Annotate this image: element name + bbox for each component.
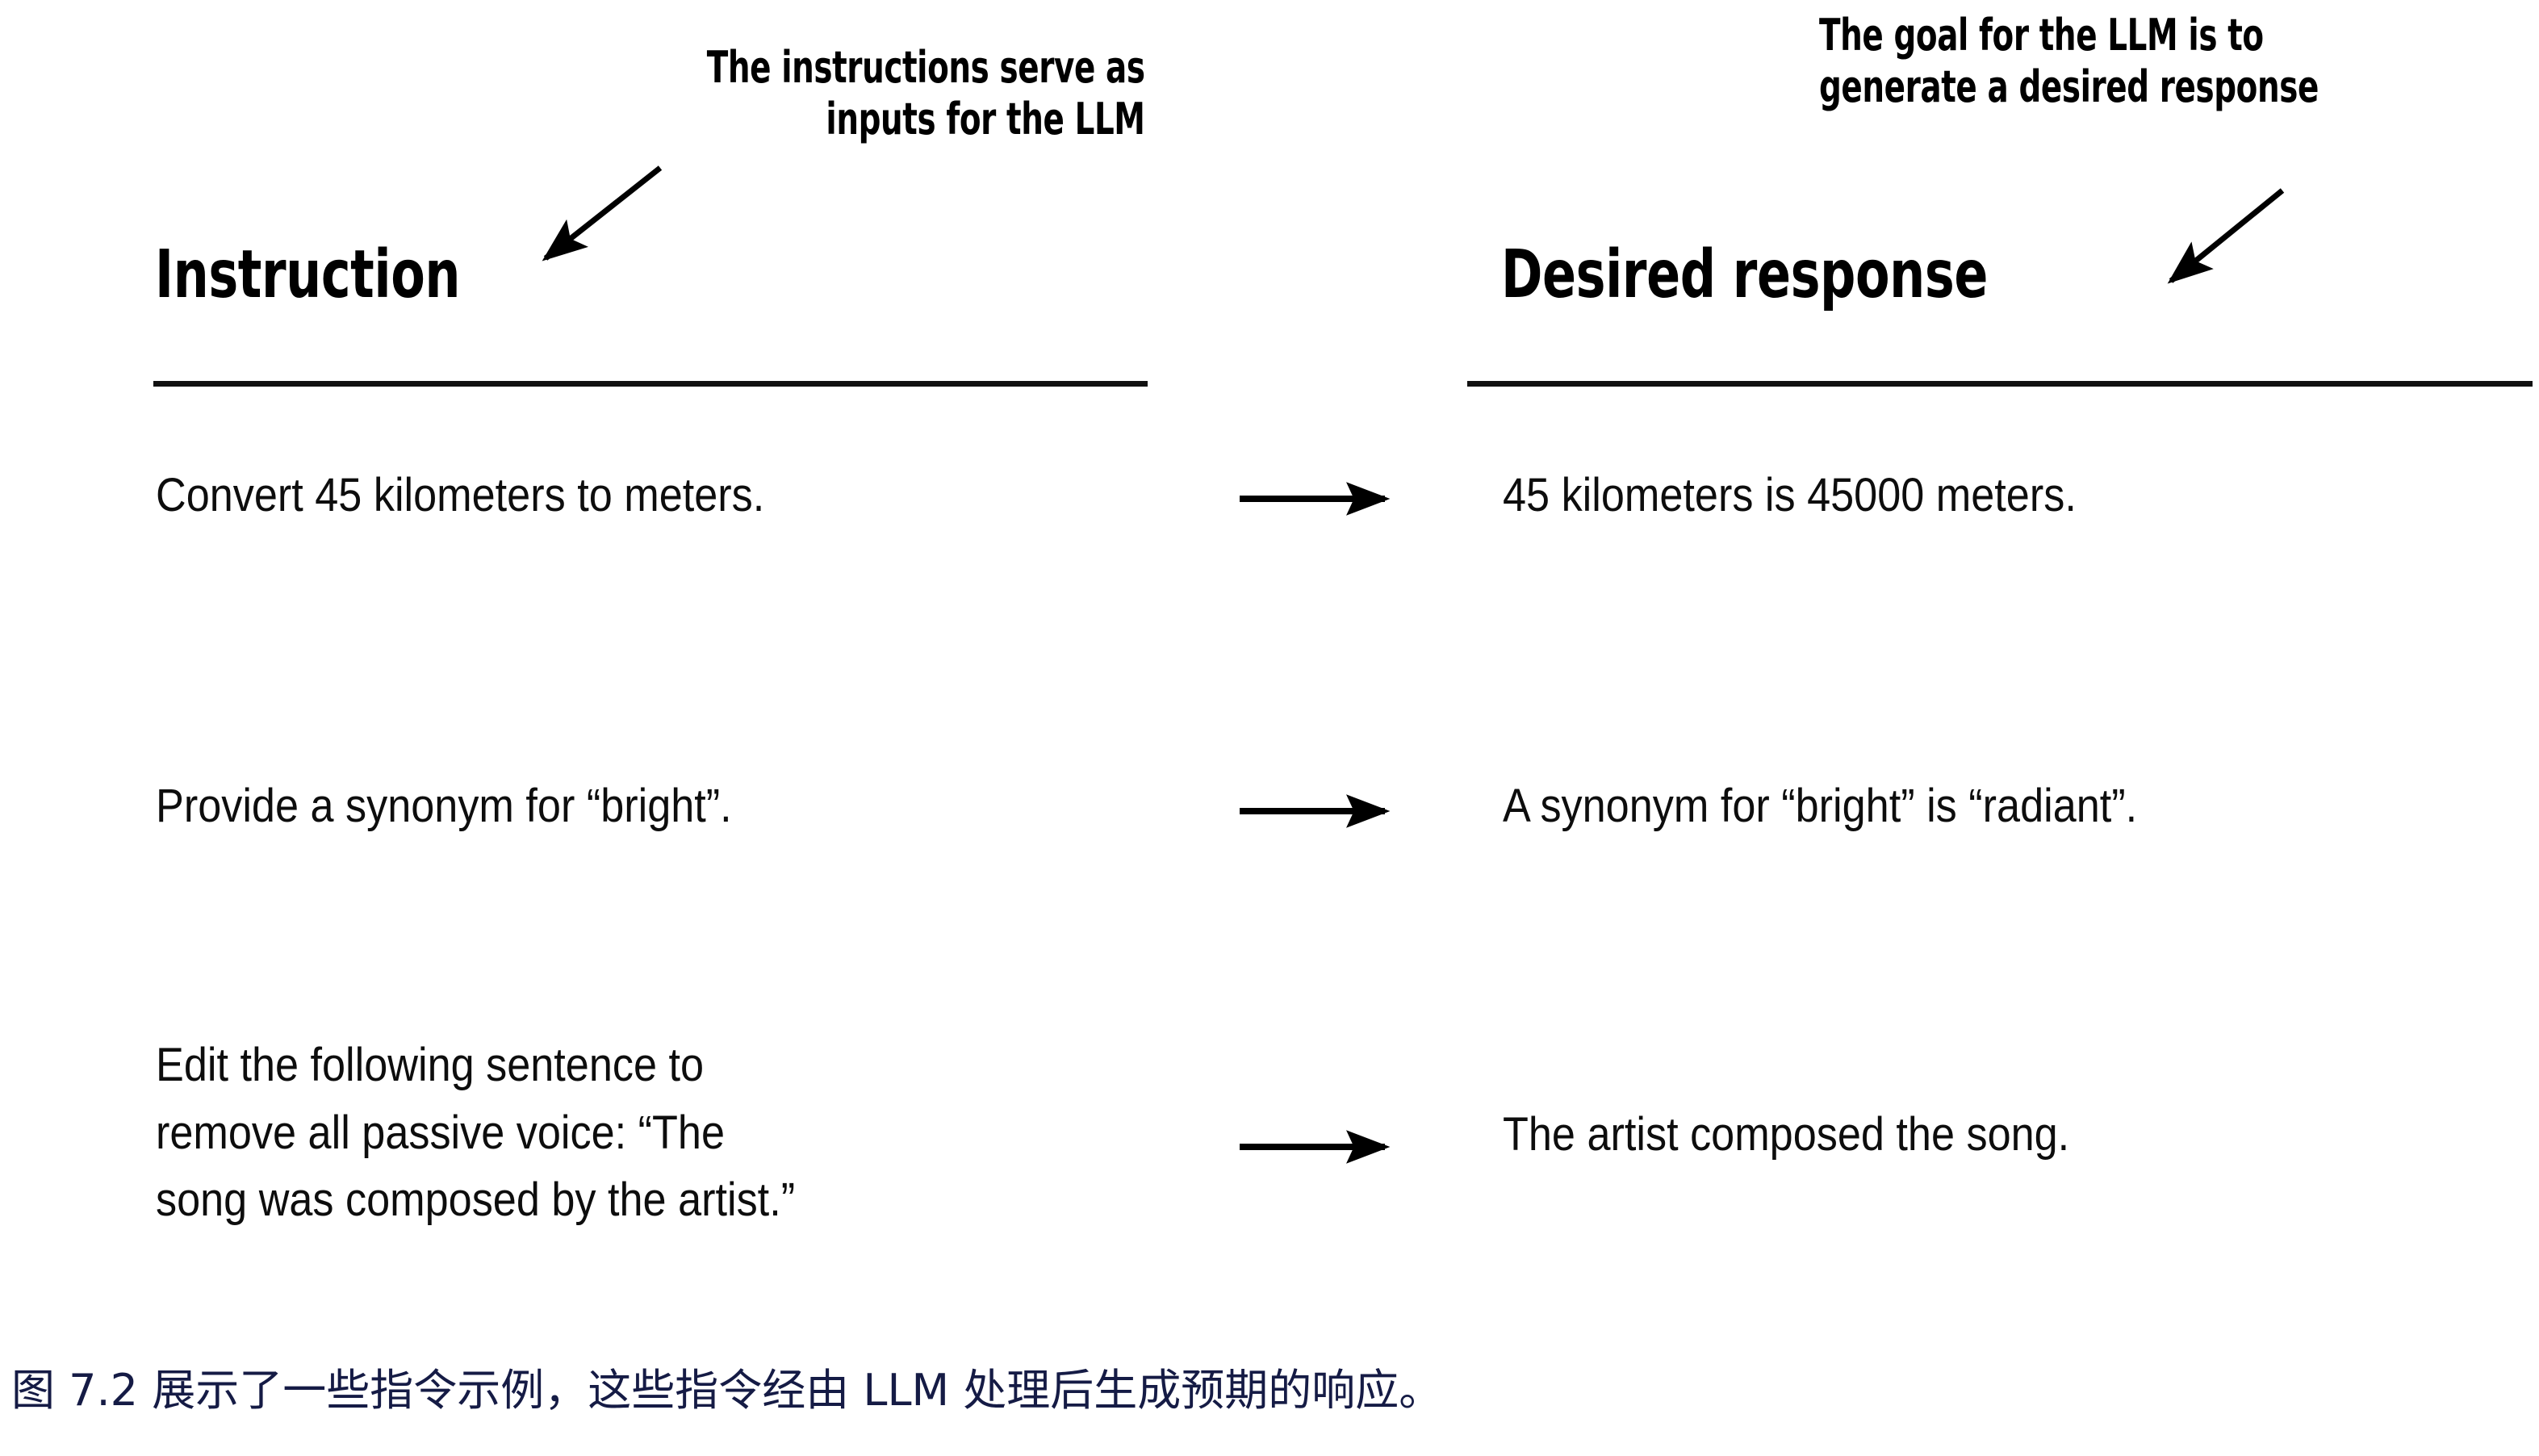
figure-caption: 图 7.2 展示了一些指令示例，这些指令经由 LLM 处理后生成预期的响应。 [11, 1365, 1443, 1416]
annotation-left-line-2: inputs for the LLM [826, 93, 1145, 144]
callout-arrow-left-icon [542, 165, 663, 261]
annotation-left: The instructions serve as inputs for the… [707, 42, 1145, 144]
table-row-1-response: 45 kilometers is 45000 meters. [1503, 469, 2077, 521]
header-rule-instruction [153, 381, 1148, 387]
table-row-3-response: The artist composed the song. [1503, 1108, 2070, 1161]
column-header-instruction: Instruction [155, 236, 461, 313]
table-row-2-response: A synonym for “bright” is “radiant”. [1503, 780, 2138, 832]
table-row-1-instruction: Convert 45 kilometers to meters. [156, 469, 765, 521]
annotation-right-line-1: The goal for the LLM is to [1819, 10, 2264, 61]
annotation-left-line-1: The instructions serve as [706, 42, 1145, 93]
callout-arrow-right-icon [2167, 188, 2285, 284]
column-header-desired-response: Desired response [1501, 236, 1988, 313]
header-rule-desired-response [1467, 381, 2533, 387]
table-row-2-instruction: Provide a synonym for “bright”. [156, 780, 732, 832]
annotation-right: The goal for the LLM is to generate a de… [1819, 10, 2319, 112]
table-row-3-instruction: Edit the following sentence to remove al… [156, 1039, 796, 1227]
annotation-right-line-2: generate a desired response [1819, 61, 2319, 112]
